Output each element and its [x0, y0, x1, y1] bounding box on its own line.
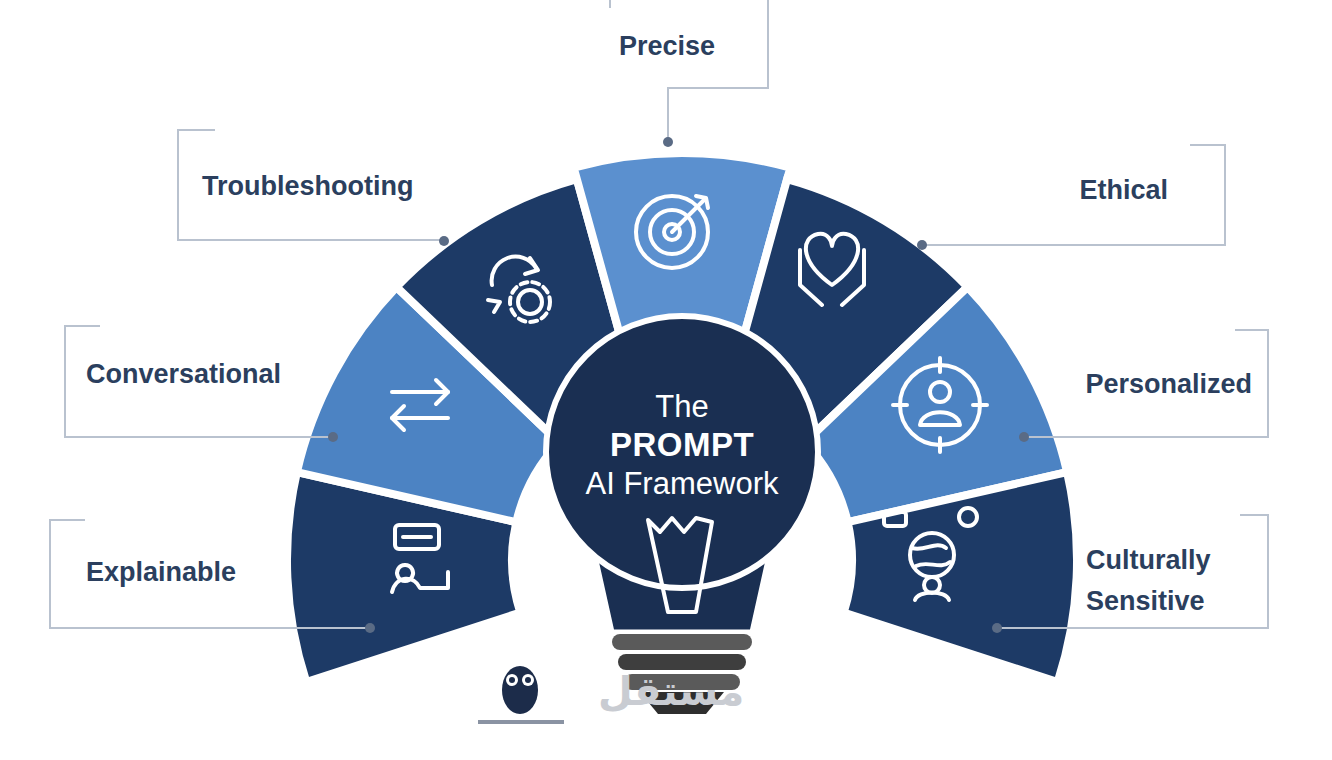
bulb-center: ThePROMPTAI Framework — [552, 340, 812, 550]
framework-label: Conversational — [82, 352, 285, 397]
label-text: Troubleshooting — [202, 166, 413, 207]
label-text: PROMPT — [610, 425, 754, 465]
framework-label: Troubleshooting — [198, 164, 417, 209]
label-text: Precise — [619, 26, 715, 67]
label-text: The — [655, 388, 708, 425]
framework-label: Ethical — [1075, 168, 1172, 213]
label-text: Culturally Sensitive — [1086, 540, 1256, 621]
leader-dots — [328, 137, 1029, 633]
framework-label: Culturally Sensitive — [1082, 538, 1260, 623]
fan-segments — [287, 153, 1077, 682]
framework-label: Explainable — [82, 550, 240, 595]
framework-label: Precise — [615, 24, 719, 69]
lightbulb — [546, 316, 818, 714]
label-text: Personalized — [1085, 364, 1252, 405]
label-text: Explainable — [86, 552, 236, 593]
leader-lines — [50, 0, 1268, 628]
label-text: AI Framework — [586, 465, 779, 502]
watermark: مستقل — [598, 668, 744, 714]
owl-logo — [478, 666, 564, 724]
fan-segment — [844, 472, 1077, 682]
label-text: Ethical — [1079, 170, 1168, 211]
segment-icons — [392, 196, 987, 600]
framework-label: Personalized — [1081, 362, 1256, 407]
label-text: Conversational — [86, 354, 281, 395]
